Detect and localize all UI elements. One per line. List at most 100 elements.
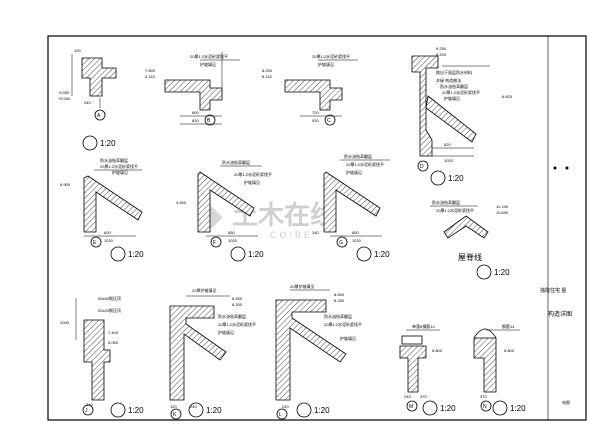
d1-dim-4: +0.000 xyxy=(58,96,71,101)
d4-ref: D xyxy=(420,164,424,170)
d3-dim-4: 920 xyxy=(312,118,319,123)
d11-scale: 1:20 xyxy=(314,406,330,415)
d12-dim-3: 370 xyxy=(420,394,427,399)
d3-ref: C xyxy=(327,118,331,124)
d2-note-1: 20厚1:2水泥砂浆找平 xyxy=(190,53,228,59)
d6-dim-2: 850 xyxy=(228,230,235,235)
d11-dim-2: 8.250 xyxy=(334,298,345,303)
d4-note-4: 护坡填见 xyxy=(444,95,460,101)
d2-dim-1: 7.800 xyxy=(145,68,156,73)
d3-dim-2: 8.115 xyxy=(262,74,272,79)
d9-note-2: 20x20钢压顶 xyxy=(98,307,121,313)
d4-dim-5: 1020 xyxy=(444,158,454,163)
d7-dim-3: 1020 xyxy=(352,238,362,243)
d11-dim-3: 240 xyxy=(282,404,289,409)
d11-ref: L xyxy=(279,412,282,418)
d13-dim-2: 370 xyxy=(480,394,487,399)
detail-d13: 钢筋14 6.800 370 N 1:20 xyxy=(473,323,526,416)
d8-dim-2: 10.600 xyxy=(496,210,509,215)
d11-note-4: 护坡填见 xyxy=(340,335,356,341)
detail-d3: 20厚1:2水泥砂浆找平 护坡填见 8.250 8.115 720 920 C xyxy=(262,53,358,126)
d9-ref: J xyxy=(85,408,88,414)
d2-dim-2: 4.115 xyxy=(145,74,155,79)
d5-note-1: 防水油毡耳翻层 xyxy=(100,157,128,163)
detail-d4: 9.250 8.200 6.825 挑出于面层防水材料 防水油毡耳翻层 20厚1… xyxy=(411,46,513,186)
d5-dim-3: 1020 xyxy=(104,238,114,243)
d5-ref: E xyxy=(93,240,97,246)
d6-note-2: 20厚1:2水泥砂浆找平 xyxy=(234,171,272,177)
detail-d2: 20厚1:2水泥砂浆找平 护坡填见 7.800 4.115 600 820 B xyxy=(145,52,240,126)
d7-ref: G xyxy=(339,240,343,246)
d9-dim-1: 1000 xyxy=(60,320,70,325)
d4-dim-3: 6.825 xyxy=(502,94,513,99)
d3-dim-3: 720 xyxy=(312,110,319,115)
d1-dim-2: 240 xyxy=(84,100,91,105)
d5-dim-1: 6.900 xyxy=(60,182,71,187)
d4-dim-4: 620 xyxy=(444,142,451,147)
sheet-title: 构造详图 xyxy=(548,310,572,318)
d3-note-1: 20厚1:2水泥砂浆找平 xyxy=(312,53,350,59)
d10-dim-1: 6.450 xyxy=(232,296,243,301)
d4-note-5: 木椽 构造做法 xyxy=(436,77,461,83)
d4-dim-2: 8.200 xyxy=(436,52,447,57)
d6-ref: F xyxy=(213,240,216,246)
d11-note-1: 20厚护坡填见 xyxy=(290,283,314,289)
d8-dim-1: 11.150 xyxy=(496,204,509,209)
d9-dim-4: 240 xyxy=(86,402,93,407)
d4-note-3: 20厚1:2水泥砂浆找平 xyxy=(442,89,480,95)
d2-ref: B xyxy=(207,118,211,124)
watermark-subtext: COIBE xyxy=(270,230,313,240)
d4-note-1: 挑出于面层防水材料 xyxy=(436,69,472,75)
detail-d12: 单落5钢筋14 6.800 240 370 M 1:20 xyxy=(399,323,456,416)
d12-note-1: 单落5钢筋14 xyxy=(412,323,435,329)
d6-note-1: 防水油毡耳翻层 xyxy=(222,159,250,165)
d5-note-3: 护坡填见 xyxy=(112,169,128,175)
d10-dim-4: 240 xyxy=(190,404,197,409)
d6-dim-1: 4.450 xyxy=(176,200,187,205)
detail-d1: 100 240 -0.050 +0.000 A 1:20 xyxy=(58,48,117,151)
d9-note-1: 50x50钢压顶 xyxy=(98,295,121,301)
d12-dim-2: 240 xyxy=(404,394,411,399)
d3-note-2: 护坡填见 xyxy=(318,61,334,67)
d10-note-3: 护坡填见 xyxy=(218,329,234,335)
sheet-number: 电图 xyxy=(562,399,570,405)
d5-scale: 1:20 xyxy=(128,250,144,259)
detail-d8: 防水油毡耳翻层 20厚1:2水泥砂浆找平 11.150 10.600 屋脊线 1… xyxy=(430,199,510,280)
d7-dim-2: 850 xyxy=(352,230,359,235)
d2-dim-4: 820 xyxy=(192,118,199,123)
title-block: 独院住宅 屋 构造详图 电图 xyxy=(540,166,572,405)
d11-note-3: 20厚1:2水泥砂浆找平 xyxy=(324,321,362,327)
d9-dim-3: 5.050 xyxy=(108,340,119,345)
d4-note-2: 防水油毡耳翻层 xyxy=(440,83,468,89)
detail-d5: 防水油毡耳翻层 20厚1:2水泥砂浆找平 护坡填见 6.900 600 1020… xyxy=(60,157,144,262)
detail-d11: 20厚护坡填见 防水油毡耳翻层 20厚1:2水泥砂浆找平 护坡填见 8.450 … xyxy=(275,283,362,420)
d6-dim-3: 1020 xyxy=(228,238,238,243)
d1-ref: A xyxy=(97,113,101,119)
d5-note-2: 20厚1:2水泥砂浆找平 xyxy=(100,163,138,169)
d7-scale: 1:20 xyxy=(374,250,390,259)
d10-dim-3: 120 xyxy=(170,404,177,409)
d1-dim-1: 100 xyxy=(74,48,81,53)
d13-note-1: 钢筋14 xyxy=(502,323,515,329)
d12-scale: 1:20 xyxy=(440,404,456,413)
d2-note-2: 护坡填见 xyxy=(200,61,216,67)
d11-dim-1: 8.450 xyxy=(334,292,345,297)
d4-dim-1: 9.250 xyxy=(436,46,447,51)
d9-dim-2: 7.400 xyxy=(108,330,119,335)
d8-title: 屋脊线 xyxy=(458,252,482,262)
d10-note-1: 20厚护坡填见 xyxy=(192,287,216,293)
d1-dim-3: -0.050 xyxy=(58,90,70,95)
detail-d9: 50x50钢压顶 20x20钢压顶 1000 7.400 5.050 240 J… xyxy=(60,295,144,418)
d10-note-2: 20厚1:2水泥砂浆找平 xyxy=(218,321,256,327)
d7-note-3: 护坡填见 xyxy=(346,169,362,175)
detail-d10: 20厚护坡填见 20厚1:2水泥砂浆找平 护坡填见 防水油毡耳翻层 6.450 … xyxy=(169,287,256,420)
d7-note-1: 防水油毡耳翻层 xyxy=(344,153,372,159)
d10-dim-2: 6.200 xyxy=(232,302,243,307)
d12-dim-1: 6.800 xyxy=(432,348,443,353)
detail-d7: 防水油毡耳翻层 20厚1:2水泥砂浆找平 护坡填见 240 850 1020 G… xyxy=(312,153,390,262)
d5-dim-2: 600 xyxy=(104,230,111,235)
d1-scale: 1:20 xyxy=(100,139,116,148)
d12-ref: M xyxy=(409,404,413,410)
d6-scale: 1:20 xyxy=(248,250,264,259)
